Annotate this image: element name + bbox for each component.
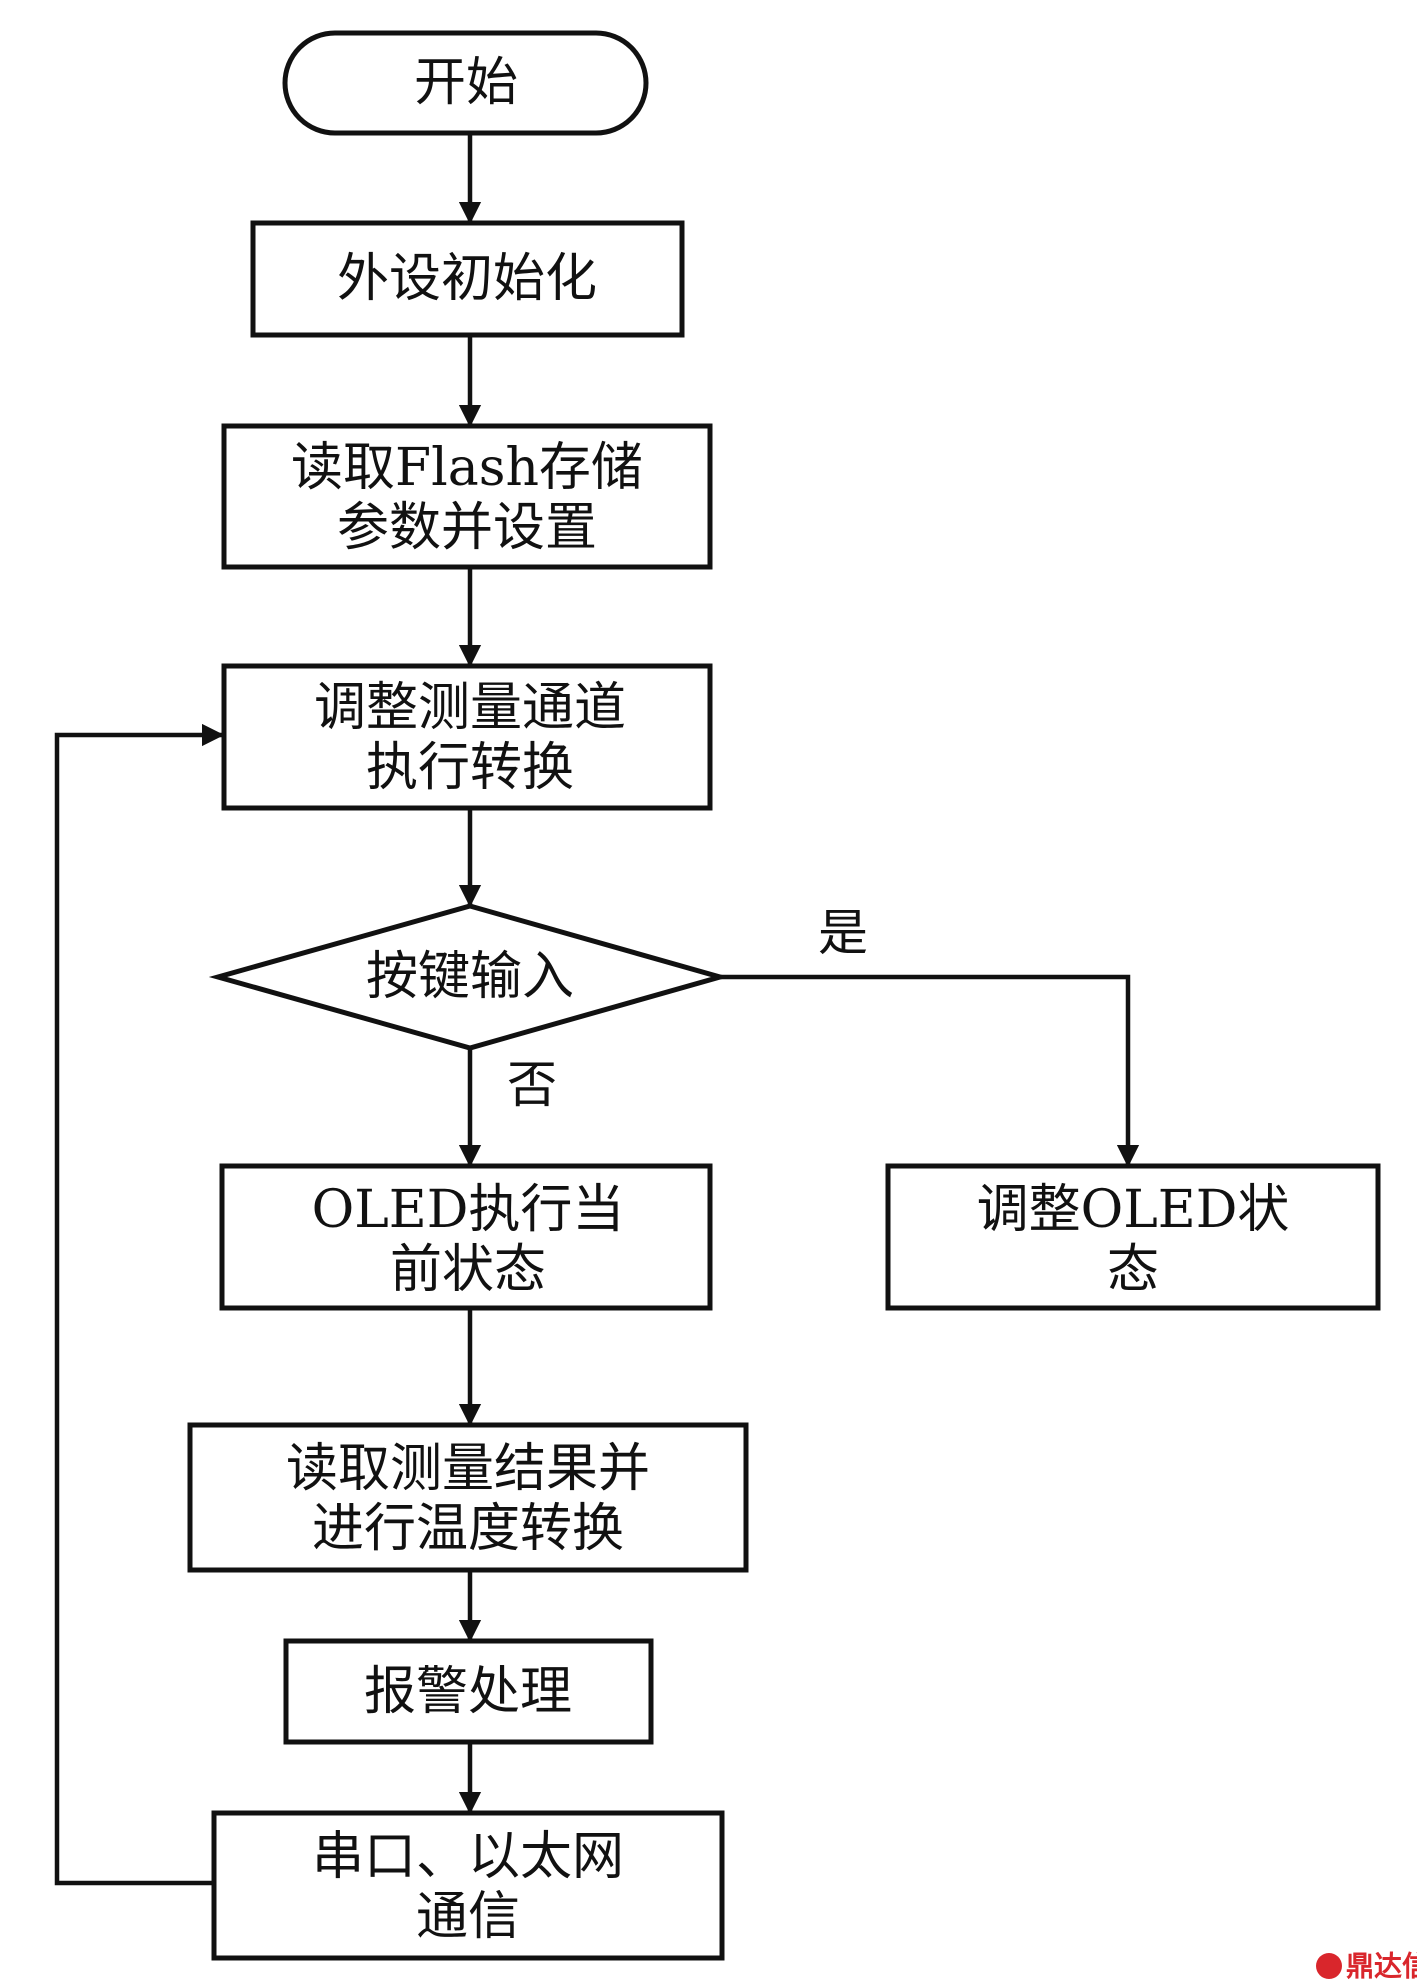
watermark-logo: 鼎达信 (1316, 1950, 1417, 1983)
edges (54, 133, 1140, 1886)
comm-box (211, 1810, 725, 1961)
node-key-input: 按键输入 (208, 903, 730, 1051)
edge-label-yes: 是 (818, 904, 868, 962)
oled-current-label-line2: 前状态 (390, 1240, 546, 1300)
key-input-label: 按键输入 (366, 947, 574, 1007)
node-comm: 串口、以太网 通信 (211, 1810, 725, 1961)
read-result-label-line1: 读取测量结果并 (286, 1439, 650, 1499)
adjust-channel-label-line2: 执行转换 (366, 738, 574, 798)
start-label: 开始 (414, 53, 518, 113)
alarm-box (283, 1638, 654, 1745)
node-read-result: 读取测量结果并 进行温度转换 (187, 1422, 749, 1573)
edge-loop-back (54, 723, 225, 1886)
node-adjust-oled: 调整OLED状 态 (885, 1163, 1381, 1311)
oled-current-label-line1: OLED执行当 (312, 1180, 625, 1240)
adjust-oled-label-line2: 态 (1107, 1240, 1159, 1300)
node-start: 开始 (282, 30, 649, 136)
peripheral-init-label: 外设初始化 (337, 249, 597, 309)
read-flash-label-line2: 参数并设置 (337, 498, 597, 558)
edge-decision-yes (720, 974, 1140, 1168)
alarm-label: 报警处理 (364, 1662, 572, 1722)
edge-label-no: 否 (507, 1056, 557, 1114)
peripheral-init-box (250, 220, 685, 338)
read-flash-box (221, 423, 713, 570)
read-flash-label-line1: 读取Flash存储 (291, 438, 643, 498)
oled-current-box (219, 1163, 713, 1311)
adjust-oled-box (885, 1163, 1381, 1311)
read-result-label-line2: 进行温度转换 (312, 1499, 624, 1559)
comm-label-line1: 串口、以太网 (312, 1827, 624, 1887)
node-adjust-channel: 调整测量通道 执行转换 (221, 663, 713, 811)
node-peripheral-init: 外设初始化 (250, 220, 685, 338)
watermark-logo-icon (1316, 1953, 1342, 1979)
node-oled-current: OLED执行当 前状态 (219, 1163, 713, 1311)
comm-label-line2: 通信 (416, 1887, 520, 1947)
watermark-text: 鼎达信 (1346, 1950, 1417, 1983)
key-input-decision-shape (208, 903, 730, 1051)
start-terminal-shape (282, 30, 649, 136)
node-alarm: 报警处理 (283, 1638, 654, 1745)
adjust-oled-label-line1: 调整OLED状 (977, 1180, 1290, 1240)
adjust-channel-box (221, 663, 713, 811)
adjust-channel-label-line1: 调整测量通道 (314, 678, 626, 738)
node-read-flash: 读取Flash存储 参数并设置 (221, 423, 713, 570)
read-result-box (187, 1422, 749, 1573)
